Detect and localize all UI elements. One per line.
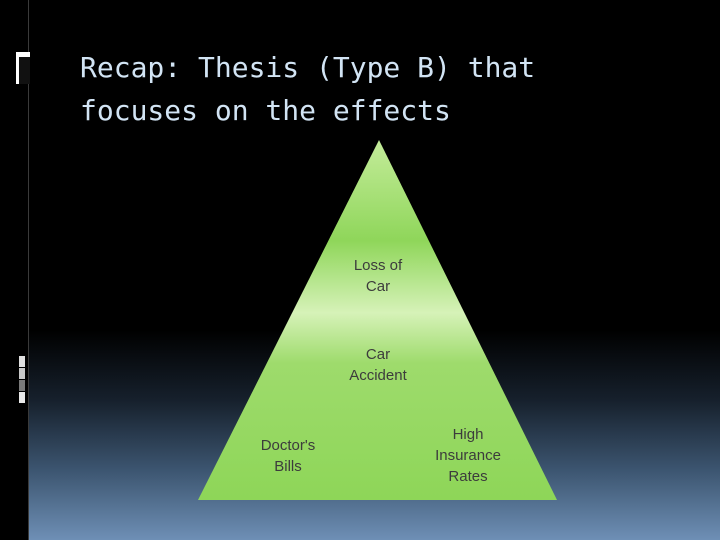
accent-square-gray bbox=[19, 368, 25, 379]
left-margin-strip bbox=[0, 0, 28, 540]
slide-title: Recap: Thesis (Type B) that focuses on t… bbox=[80, 51, 536, 127]
pyramid-top-label: Loss of Car bbox=[353, 257, 403, 295]
accent-square-white bbox=[19, 356, 25, 367]
accent-square-light bbox=[19, 392, 25, 403]
pyramid-shape bbox=[198, 140, 557, 500]
pyramid-left-label: Doctor's Bills bbox=[260, 437, 316, 475]
pyramid-center-label: Car Accident bbox=[349, 346, 407, 384]
vertical-divider-line bbox=[28, 0, 29, 540]
accent-square-dark bbox=[19, 380, 25, 391]
title-accent-bar-inner bbox=[19, 57, 30, 84]
pyramid-right-label: High Insurance Rates bbox=[435, 426, 501, 485]
